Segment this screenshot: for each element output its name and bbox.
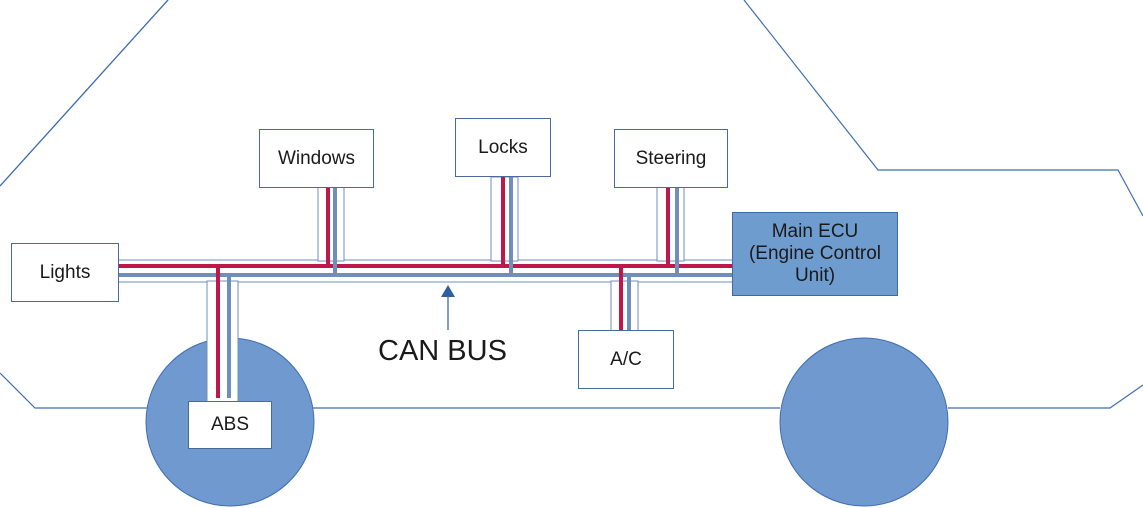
ac-branch-sheath: [610, 280, 639, 332]
windows-node: Windows: [259, 129, 374, 188]
steering-label: Steering: [635, 147, 707, 169]
locks-node: Locks: [455, 118, 551, 177]
lights-label: Lights: [39, 261, 91, 283]
bus-pointer-arrowhead: [441, 285, 455, 297]
windows-label: Windows: [277, 147, 356, 169]
front-wheel: [779, 337, 949, 507]
ecu-label-line-1: Main ECU: [771, 221, 859, 242]
abs-branch-sheath: [206, 280, 239, 403]
abs-node: ABS: [188, 401, 272, 449]
car-body-outline-path: [0, 0, 1143, 409]
bus-cable: [117, 259, 734, 283]
ecu-label-line-3: Unit): [794, 265, 836, 286]
abs-label: ABS: [210, 414, 250, 435]
lights-node: Lights: [11, 243, 119, 302]
ac-node: A/C: [578, 330, 674, 389]
main-ecu-node: Main ECU (Engine Control Unit): [732, 212, 898, 296]
ac-label: A/C: [610, 348, 642, 370]
steering-branch-sheath: [656, 186, 685, 262]
windows-branch-sheath: [317, 186, 345, 262]
can-bus-label: CAN BUS: [378, 335, 507, 367]
locks-label: Locks: [478, 137, 528, 158]
steering-node: Steering: [614, 129, 728, 188]
ecu-label-line-2: (Engine Control: [748, 243, 882, 264]
